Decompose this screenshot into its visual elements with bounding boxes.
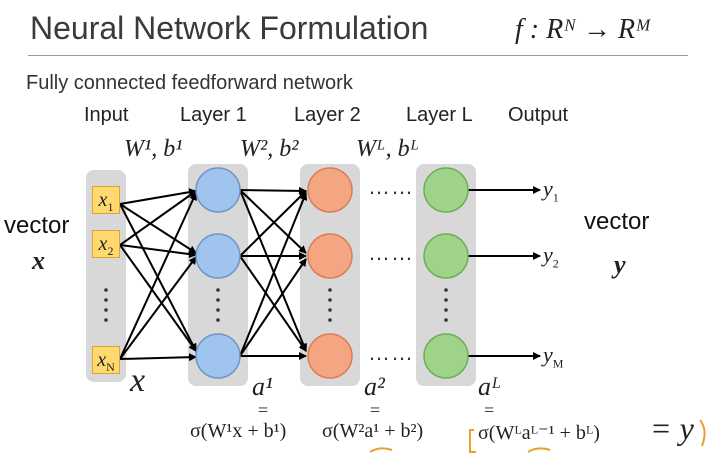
- title-divider: [28, 55, 688, 56]
- page-title: Neural Network Formulation: [30, 10, 429, 46]
- input-to-layer1-connections: [119, 188, 197, 362]
- output-y1: y1: [543, 176, 559, 205]
- header-layer-2: Layer 2: [294, 104, 361, 126]
- ellipsis-row-1: ……: [368, 174, 414, 199]
- output-arrows: [468, 186, 541, 360]
- mapping-formula: f : Rᴺ → Rᴹ: [515, 14, 652, 45]
- ellipsis-row-3: ……: [368, 340, 414, 365]
- input-x2: x2: [92, 230, 120, 258]
- layer-l-neurons: [423, 167, 469, 379]
- formula-layer-l: σ(Wᴸaᴸ⁻¹ + bᴸ): [478, 422, 600, 444]
- header-layer-l: Layer L: [406, 104, 473, 126]
- right-vector-label: vector: [584, 208, 650, 235]
- formula-result: = y: [650, 410, 694, 446]
- activation-al: aᴸ: [478, 372, 502, 401]
- subtitle: Fully connected feedforward network: [26, 72, 353, 94]
- vertical-ellipsis-markers: [104, 288, 448, 322]
- layer-1-neurons: [195, 167, 241, 379]
- layer-2-neurons: [307, 167, 353, 379]
- equals-al: =: [484, 400, 495, 420]
- output-y2: y2: [543, 242, 559, 271]
- hand-annotations: [369, 419, 706, 453]
- equals-a1: =: [258, 400, 269, 420]
- right-vector-var: y: [614, 250, 626, 279]
- left-vector-var: x: [32, 246, 45, 275]
- header-output: Output: [508, 104, 569, 126]
- weight-label-2: W², b²: [240, 136, 299, 162]
- weight-label-1: W¹, b¹: [124, 136, 183, 162]
- equals-a2: =: [370, 400, 381, 420]
- formula-layer-1: σ(W¹x + b¹): [190, 420, 287, 442]
- output-ym: yM: [543, 342, 564, 371]
- activation-a2: a²: [364, 372, 385, 401]
- formula-layer-2: σ(W²a¹ + b²): [322, 420, 424, 442]
- header-layer-1: Layer 1: [180, 104, 247, 126]
- ellipsis-row-2: ……: [368, 240, 414, 265]
- input-xn: xN: [92, 346, 120, 374]
- input-x1: x1: [92, 186, 120, 214]
- layer1-to-layer2-connections: [239, 186, 308, 360]
- input-x-label: x: [130, 362, 146, 399]
- header-input: Input: [84, 104, 129, 126]
- weight-label-l: Wᴸ, bᴸ: [356, 136, 420, 162]
- left-vector-label: vector: [4, 212, 70, 239]
- activation-a1: a¹: [252, 372, 273, 401]
